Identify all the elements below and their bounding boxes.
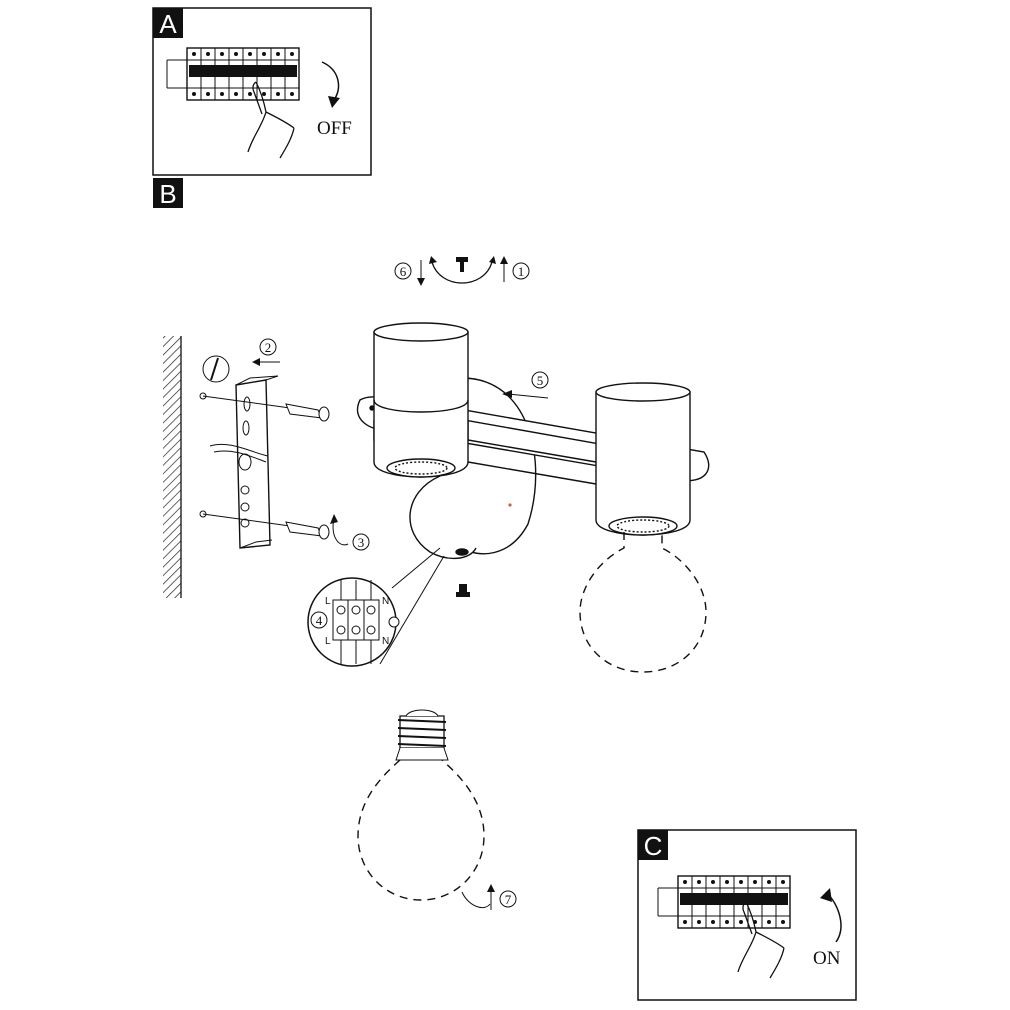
panel-b-label: B (159, 179, 176, 209)
panel-b: B (153, 178, 183, 209)
base-screw-icon (456, 584, 470, 597)
installed-bulb (579, 532, 707, 673)
drill-icon (202, 355, 230, 383)
panel-c-label-box (638, 830, 668, 860)
screw-in-step: 3 (330, 514, 370, 551)
panel-a-caption: OFF (317, 118, 352, 139)
upper-screw (199, 392, 330, 422)
step-3: 3 (358, 535, 365, 550)
breaker-panel-icon (166, 47, 300, 101)
marker-dot (508, 503, 512, 507)
panel-c-label: C (644, 831, 663, 861)
step-2: 2 (265, 340, 272, 355)
loose-bulb: 7 (357, 709, 517, 910)
panel-a: A OFF (152, 7, 372, 176)
arm-attach-step: 5 (502, 371, 549, 399)
step-7: 7 (505, 892, 512, 907)
terminal-l-top: L (325, 596, 331, 607)
breaker-panel-icon (657, 875, 791, 929)
panel-b-label-box (153, 178, 183, 208)
mounting-bracket (209, 375, 279, 549)
terminal-n-bottom: N (382, 636, 389, 647)
panel-c-caption: ON (813, 948, 841, 969)
wall (163, 336, 182, 598)
lamp-fixture (356, 322, 710, 559)
screw-rotation: 6 1 (394, 256, 530, 286)
terminal-n-top: N (382, 596, 389, 607)
terminal-l-bottom: L (325, 636, 331, 647)
panel-c: C ON (637, 829, 857, 1001)
panel-a-label: A (159, 9, 177, 39)
drill-step: 2 (202, 338, 280, 383)
step-4: 4 (316, 613, 323, 628)
step-1: 1 (518, 264, 525, 279)
panel-a-label-box (153, 8, 183, 38)
step-6: 6 (400, 264, 407, 279)
off-arrow (321, 61, 340, 101)
step-5: 5 (537, 373, 544, 388)
terminal-block-detail: L L N N 4 (307, 547, 445, 667)
screw-icon (456, 257, 468, 262)
ground-icon (388, 616, 400, 628)
lower-screw (199, 510, 330, 540)
